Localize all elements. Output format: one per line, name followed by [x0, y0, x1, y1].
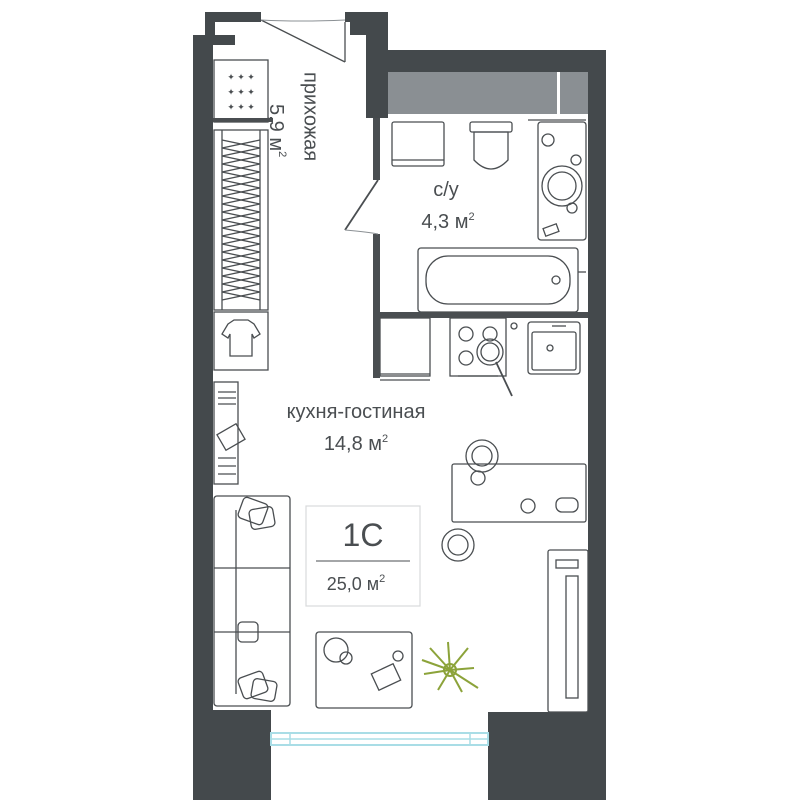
shelf-books — [213, 381, 246, 485]
left-top-cap — [213, 12, 261, 22]
kitchen-fixtures — [379, 317, 581, 397]
shaft-divider — [557, 72, 560, 114]
right-wall — [588, 50, 606, 800]
bathtub-icon — [417, 247, 586, 313]
bottom-left-wall — [193, 710, 271, 800]
hallway-label: прихожая — [299, 72, 321, 161]
cabinet-dots: ✦ ✦ ✦ ✦ ✦ ✦ ✦ ✦ ✦ — [227, 72, 255, 112]
entrance-door-arc — [260, 19, 346, 22]
top-wall — [388, 50, 606, 72]
living-room-name: кухня-гостиная — [287, 401, 426, 423]
entrance-right-jamb — [345, 12, 388, 118]
wardrobe-hangers — [221, 139, 261, 301]
kitchen-sink-icon — [527, 321, 581, 375]
left-wall — [193, 35, 213, 800]
living-room-area: 14,8 м2 — [324, 433, 388, 455]
bathroom-name: с/у — [433, 179, 459, 201]
bath-left-wall-lower — [373, 234, 380, 378]
washer — [391, 121, 445, 167]
bathroom-door[interactable] — [344, 179, 379, 235]
entrance-door-leaf — [260, 19, 346, 63]
apartment-type: 1С — [343, 517, 384, 553]
left-top-ledge — [205, 35, 235, 45]
toilet-icon — [469, 121, 513, 170]
bathroom-fixtures — [391, 119, 587, 313]
bathroom-door-leaf — [344, 179, 379, 231]
bottom-right-wall — [488, 712, 606, 800]
svg-text:✦ ✦ ✦: ✦ ✦ ✦ — [227, 102, 255, 112]
svg-text:✦ ✦ ✦: ✦ ✦ ✦ — [227, 72, 255, 82]
fridge — [379, 317, 431, 377]
wardrobe-body — [213, 129, 269, 311]
window — [270, 732, 489, 746]
chair-bottom — [441, 528, 475, 562]
stove-icon — [449, 317, 518, 397]
summary-box: 1С 25,0 м2 — [305, 505, 421, 607]
inner-walls — [213, 118, 588, 378]
bath-bottom-wall — [373, 312, 588, 318]
wardrobe — [213, 129, 269, 311]
dining-table — [441, 439, 587, 562]
bathroom-area: 4,3 м2 — [421, 211, 474, 233]
closet-divider — [213, 118, 273, 122]
bath-left-wall-upper — [373, 118, 380, 180]
plant-icon — [421, 641, 479, 693]
ventilation-shaft — [388, 72, 588, 114]
hallway-area-label: 5,9 м2 — [265, 104, 287, 157]
hallway-area: 5,9 м2 — [265, 104, 287, 157]
bathroom-door-arc — [344, 229, 379, 235]
shoe-cabinet — [213, 59, 269, 123]
outer-walls — [193, 12, 606, 800]
total-area: 25,0 м2 — [327, 573, 386, 594]
wardrobe-shirt-icon — [213, 311, 269, 371]
tv-stand — [547, 549, 589, 713]
svg-text:✦ ✦ ✦: ✦ ✦ ✦ — [227, 87, 255, 97]
entrance-door[interactable] — [260, 19, 346, 63]
sink-icon — [528, 119, 587, 241]
sofa — [213, 495, 291, 707]
hallway-cabinet-top: ✦ ✦ ✦ ✦ ✦ ✦ ✦ ✦ ✦ — [213, 59, 269, 123]
coffee-table — [315, 631, 413, 709]
chair-top — [465, 439, 499, 473]
hallway-name: прихожая — [299, 72, 321, 161]
